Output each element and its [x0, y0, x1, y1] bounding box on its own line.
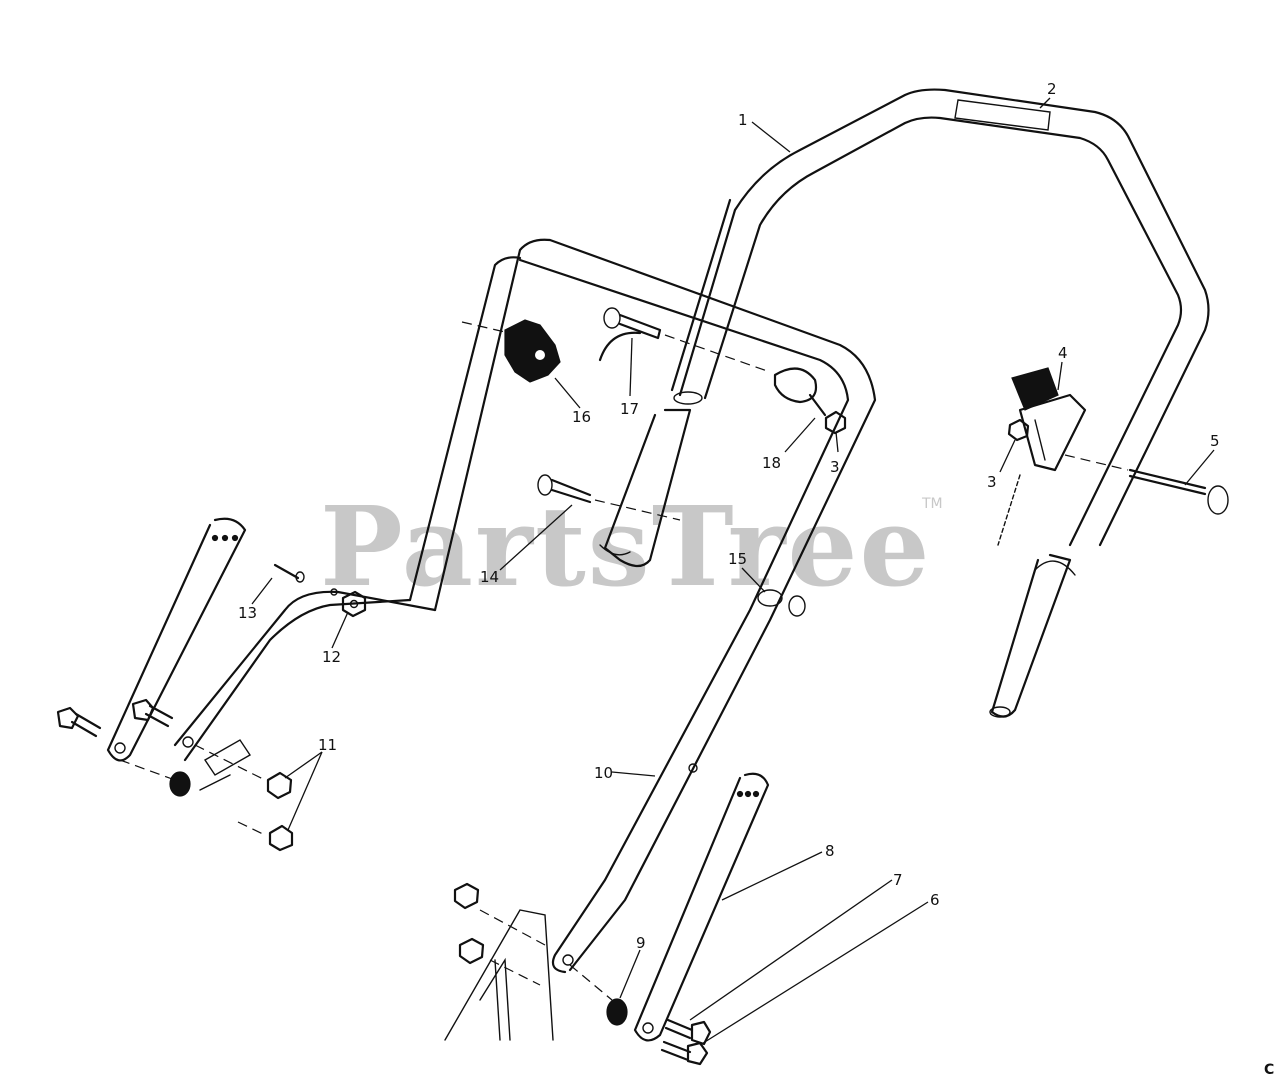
callout-labels: 1 2 3 4 5 6 7 8 9 10 11 12 13 14 15 16 1… — [238, 80, 1220, 952]
hex-nut-3-cam — [824, 410, 847, 435]
hex-nut-12 — [341, 590, 367, 618]
right-bolt-upper — [664, 1018, 712, 1046]
callout-2: 2 — [1047, 80, 1057, 98]
hex-nut-right-upper — [453, 882, 480, 910]
hex-nut-right-lower — [458, 937, 485, 965]
long-bolt — [1064, 454, 1229, 515]
right-mount-plate — [444, 909, 554, 1041]
callout-6: 6 — [930, 891, 940, 909]
callout-10: 10 — [594, 764, 613, 782]
handle-hole-left — [330, 588, 338, 596]
carriage-bolt-middle — [537, 474, 681, 521]
cam-latch — [773, 367, 827, 417]
upper-handle — [670, 88, 1210, 547]
control-lever-assembly — [997, 367, 1087, 546]
left-bolt-outer — [56, 706, 102, 738]
carriage-bolt-top — [603, 307, 771, 373]
callout-7: 7 — [893, 871, 903, 889]
callout-8: 8 — [825, 842, 835, 860]
right-handle-lower-end — [989, 553, 1076, 718]
right-bolt-lower — [660, 1040, 709, 1066]
right-side-bracket — [633, 772, 770, 1042]
star-knob — [461, 319, 561, 383]
callout-15: 15 — [728, 550, 747, 568]
right-bushing — [569, 964, 628, 1026]
left-side-bracket — [106, 517, 247, 762]
watermark-trademark: TM — [921, 496, 943, 512]
callout-3-lever: 3 — [987, 473, 997, 491]
handle-tube-section — [599, 408, 692, 568]
callout-5: 5 — [1210, 432, 1220, 450]
callout-13: 13 — [238, 604, 257, 622]
clip-ring — [757, 589, 806, 617]
watermark-brand: PartsTree — [320, 482, 932, 611]
callout-14: 14 — [480, 568, 499, 586]
callout-17: 17 — [620, 400, 639, 418]
lower-handle — [173, 238, 877, 974]
hex-nut-3-lever — [1007, 418, 1030, 442]
hex-nut-11-lower — [237, 821, 294, 852]
left-bushing — [119, 759, 191, 797]
callout-4: 4 — [1058, 344, 1068, 362]
left-bolt-inner — [131, 698, 174, 728]
small-pin — [273, 563, 305, 583]
callout-1: 1 — [738, 111, 748, 129]
callout-16: 16 — [572, 408, 591, 426]
callout-18: 18 — [762, 454, 781, 472]
handle-hole — [688, 763, 698, 773]
callout-3-cam: 3 — [830, 458, 840, 476]
callout-9: 9 — [636, 934, 646, 952]
callout-11: 11 — [318, 736, 337, 754]
leader-lines — [251, 97, 1215, 1046]
corner-label: C — [1264, 1062, 1274, 1078]
hex-nut-11-upper — [266, 771, 293, 800]
left-mount-plate — [194, 739, 266, 791]
callout-12: 12 — [322, 648, 341, 666]
